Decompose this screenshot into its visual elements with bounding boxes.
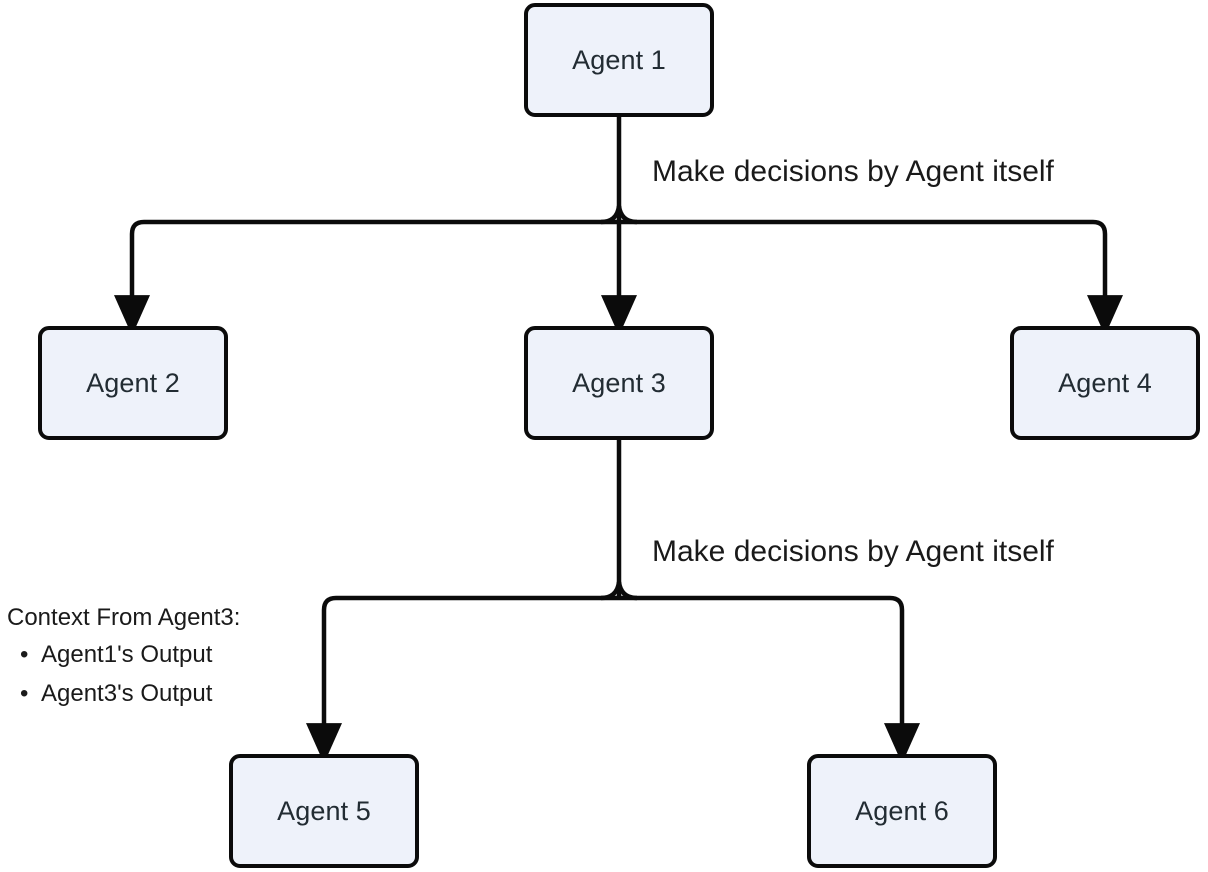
node-agent3[interactable]: Agent 3	[524, 326, 714, 440]
edge-center-fillet-right	[616, 205, 638, 225]
node-agent6-label: Agent 6	[855, 795, 949, 826]
edge-label-top: Make decisions by Agent itself	[648, 155, 1058, 189]
node-agent6[interactable]: Agent 6	[807, 754, 997, 868]
edge-agent1-agent2	[114, 219, 150, 336]
edge-agent3-agent5	[306, 595, 342, 764]
node-agent2-label: Agent 2	[86, 367, 180, 398]
node-agent5-label: Agent 5	[277, 795, 371, 826]
node-agent5[interactable]: Agent 5	[229, 754, 419, 868]
edge-agent1-agent4	[1087, 219, 1123, 336]
node-agent1[interactable]: Agent 1	[524, 3, 714, 117]
edge-center-fillet-left	[600, 205, 622, 225]
context-note-item: Agent1's Output	[20, 635, 240, 674]
context-note-list: Agent1's Output Agent3's Output	[7, 635, 240, 713]
context-note-title: Context From Agent3:	[7, 604, 241, 631]
node-agent2[interactable]: Agent 2	[38, 326, 228, 440]
edge-lower-fillet-left	[600, 581, 622, 601]
edge-lower-fillet-right	[616, 581, 638, 601]
context-note-item: Agent3's Output	[20, 674, 240, 713]
node-agent1-label: Agent 1	[572, 44, 666, 75]
edge-agent3-agent6	[884, 595, 920, 764]
node-agent3-label: Agent 3	[572, 367, 666, 398]
node-agent4[interactable]: Agent 4	[1010, 326, 1200, 440]
edge-label-bottom: Make decisions by Agent itself	[648, 535, 1058, 569]
context-note: Context From Agent3: Agent1's Output Age…	[7, 603, 240, 713]
node-agent4-label: Agent 4	[1058, 367, 1152, 398]
